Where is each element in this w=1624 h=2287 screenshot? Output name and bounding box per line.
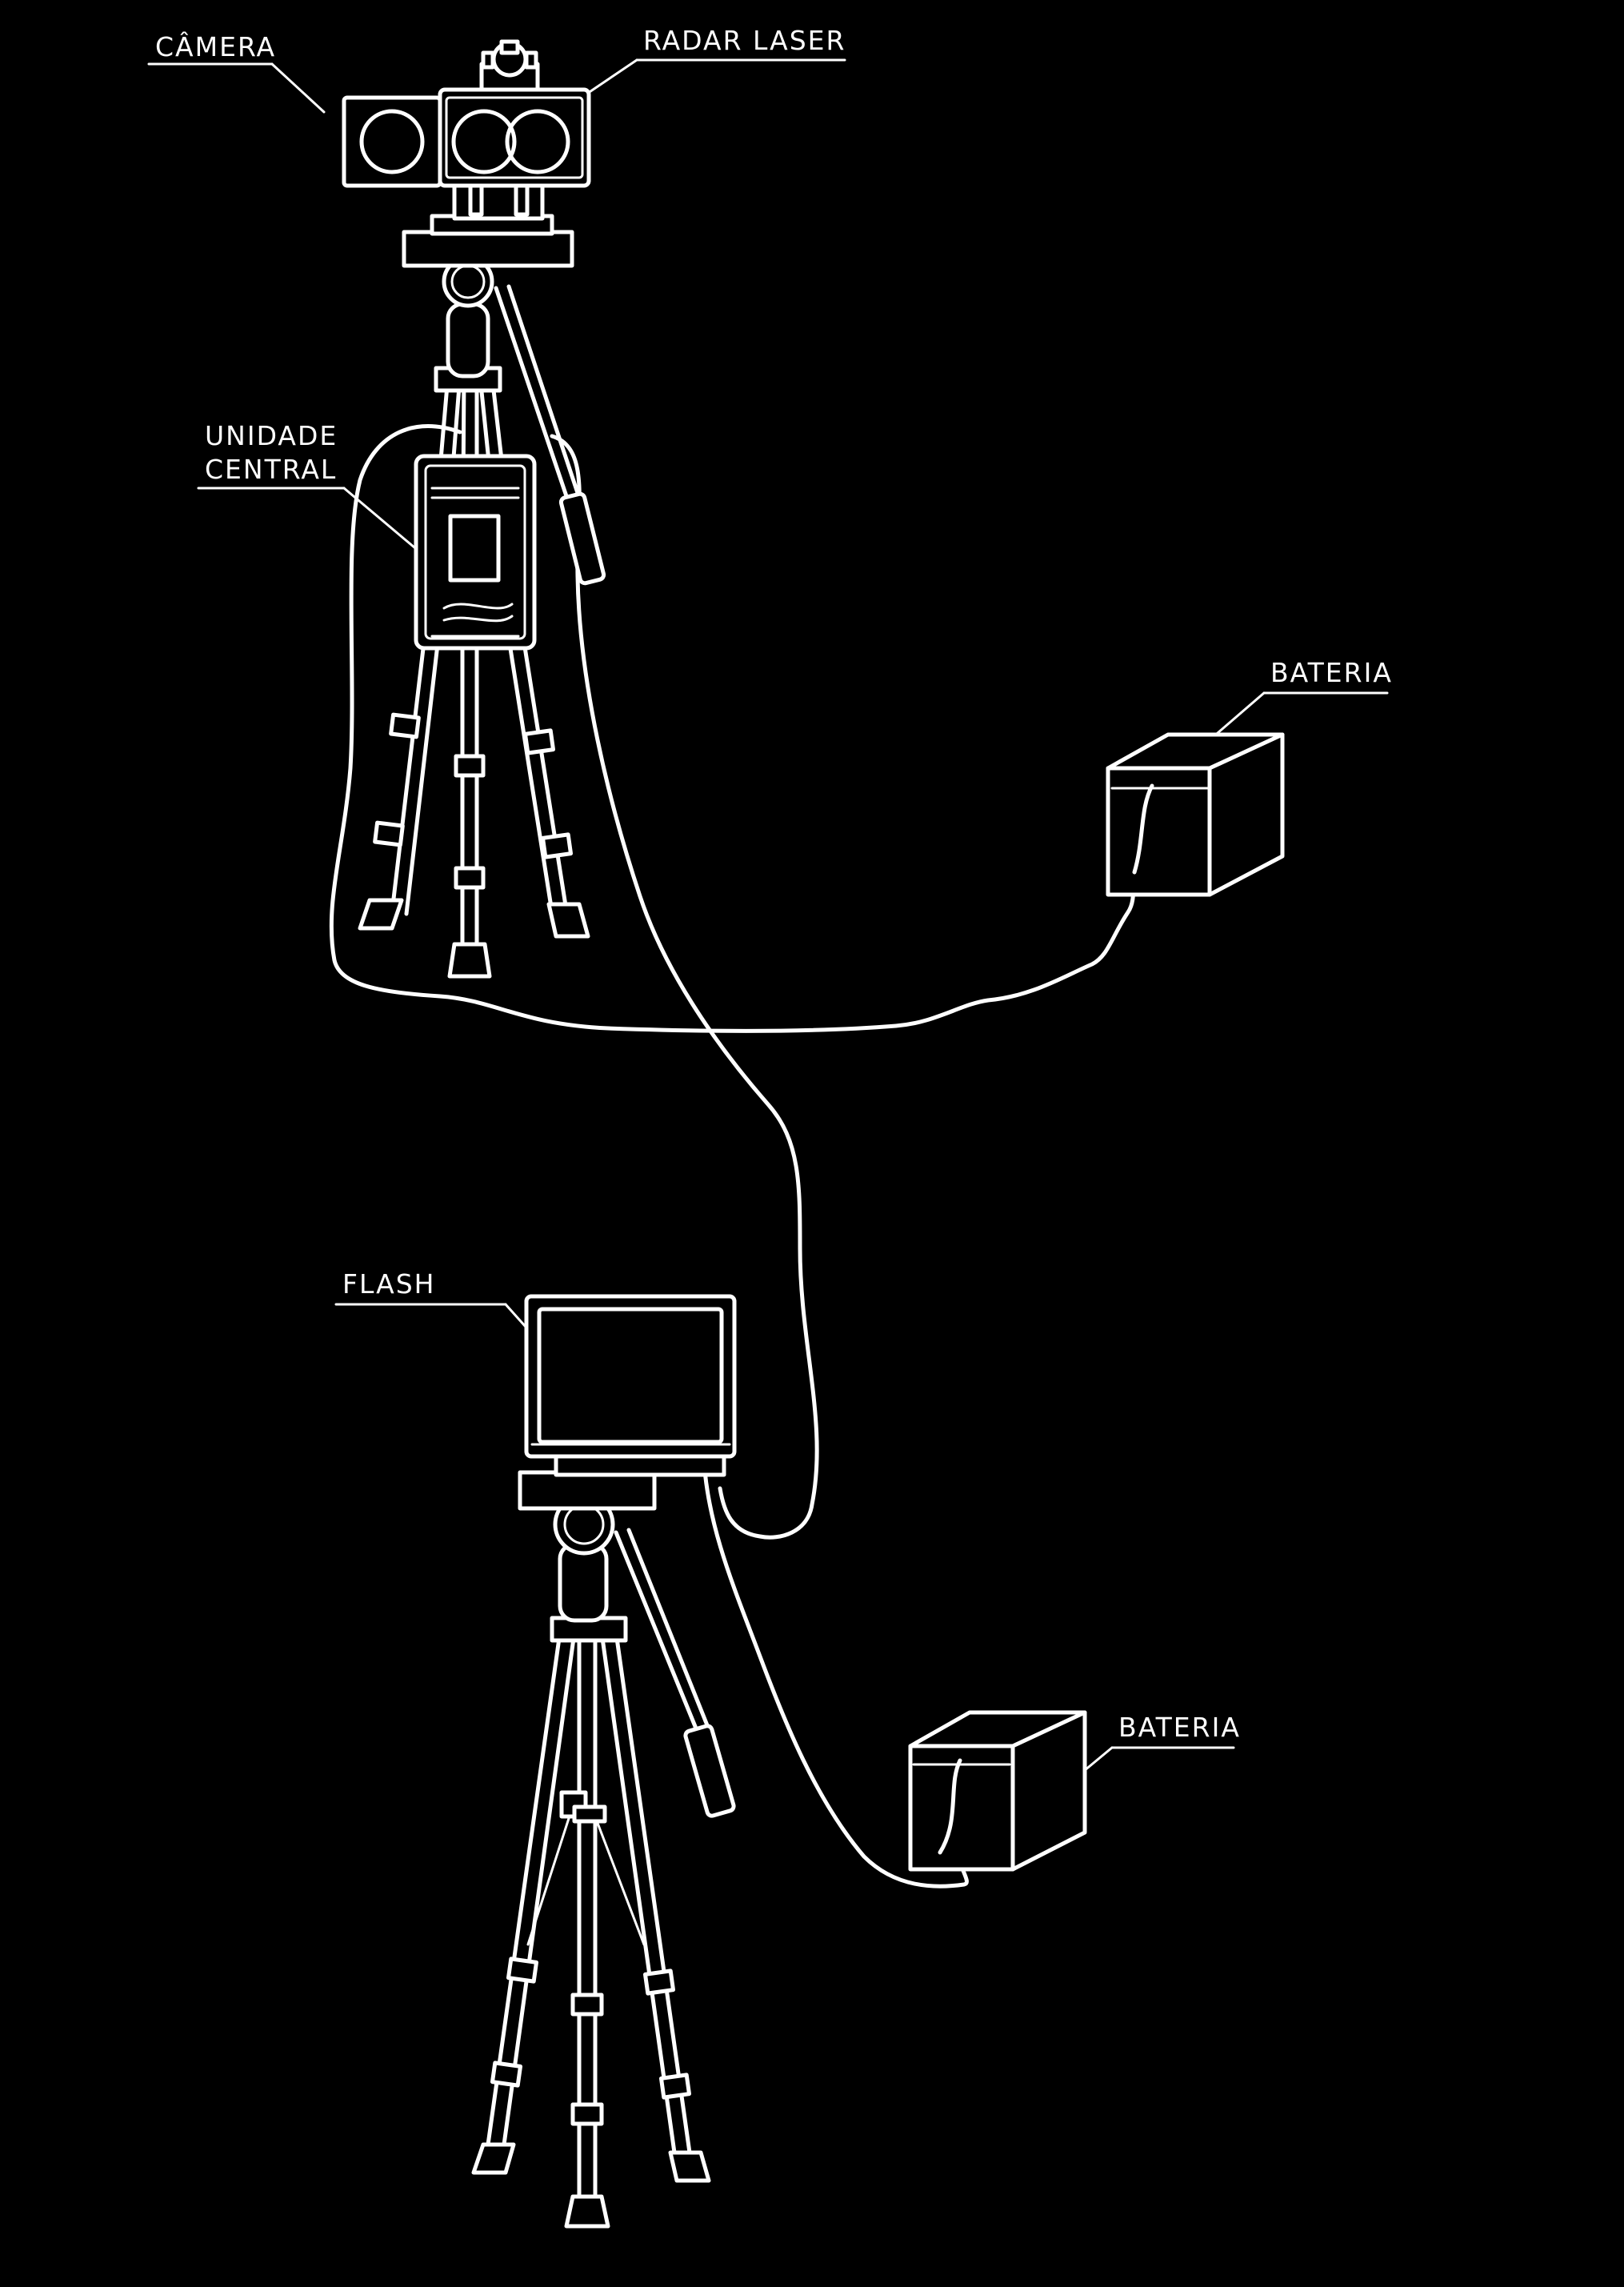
label-central-unit-line2: CENTRAL bbox=[205, 454, 337, 485]
bottom-tripod bbox=[471, 1294, 737, 2229]
battery-bottom-device bbox=[908, 1710, 1087, 1872]
cable-unit-to-flash bbox=[550, 434, 819, 1540]
label-flash-text: FLASH bbox=[342, 1268, 435, 1300]
bottom-tripod-legs bbox=[471, 1616, 711, 2229]
label-battery-top: BATERIA bbox=[1198, 657, 1393, 750]
label-camera: CÂMERA bbox=[147, 30, 326, 114]
central-unit-device bbox=[414, 454, 537, 651]
label-central-unit-line1: UNIDADE bbox=[205, 420, 338, 451]
label-radar-laser-text: RADAR LASER bbox=[643, 25, 846, 56]
radar-laser-device bbox=[438, 39, 591, 188]
label-camera-text: CÂMERA bbox=[155, 30, 276, 62]
label-battery-bottom-text: BATERIA bbox=[1118, 1712, 1241, 1743]
camera-device bbox=[342, 95, 442, 188]
label-radar-laser: RADAR LASER bbox=[576, 25, 846, 102]
top-tripod bbox=[342, 39, 606, 979]
label-flash: FLASH bbox=[334, 1268, 554, 1358]
flash-device bbox=[524, 1294, 737, 1459]
label-battery-top-text: BATERIA bbox=[1270, 657, 1393, 688]
cable-unit-to-battery-top bbox=[329, 424, 1137, 1033]
battery-top-device bbox=[1106, 732, 1285, 897]
